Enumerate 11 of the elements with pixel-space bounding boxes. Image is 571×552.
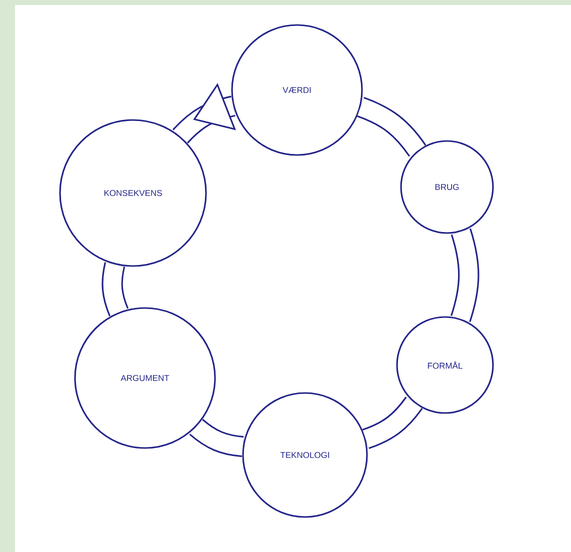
circle-node: KONSEKVENS: [59, 119, 207, 267]
circle-node: ARGUMENT: [74, 307, 216, 449]
circle-node: BRUG: [400, 140, 494, 234]
circle-node: TEKNOLOGI: [242, 392, 368, 518]
ring-band: [102, 262, 129, 316]
ring-band: [356, 96, 426, 157]
ring-band: [362, 396, 423, 449]
circle-node: VÆRDI: [231, 24, 363, 156]
circle-node: FORMÅL: [396, 316, 494, 414]
ring-band: [189, 418, 244, 458]
ring-band: [450, 228, 480, 322]
